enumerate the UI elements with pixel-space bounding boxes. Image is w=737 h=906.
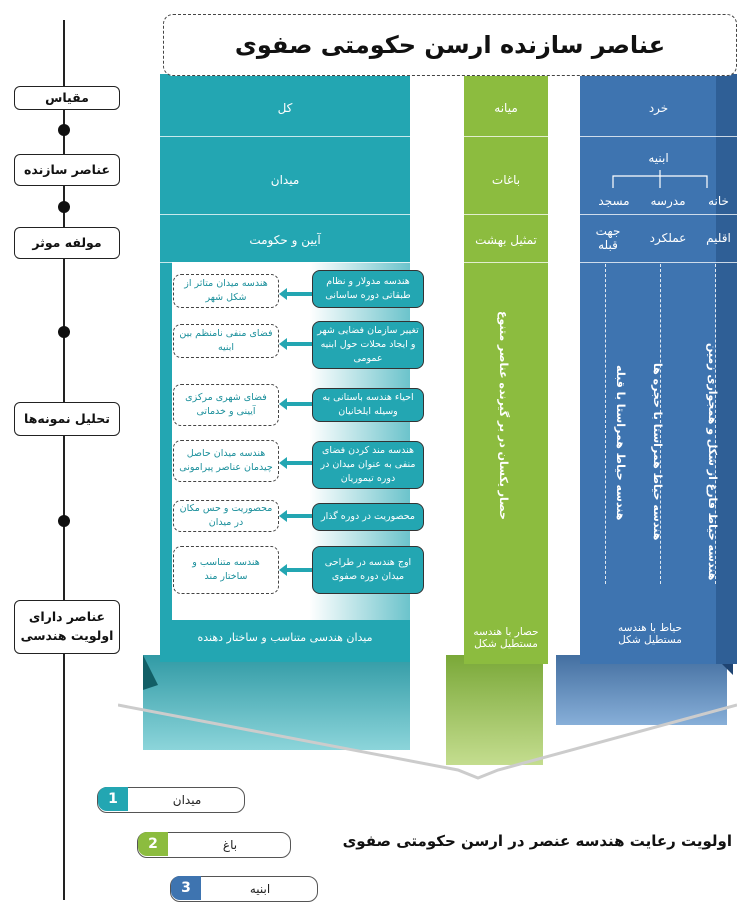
kol-footer: میدان هندسی متناسب و ساختار دهنده xyxy=(197,630,373,644)
khord-vertical-school: هندسه حیاط همراستا با حجره ها xyxy=(651,362,664,540)
label-priority: عناصر دارای اولویت هندسی xyxy=(14,600,120,654)
divider xyxy=(580,136,737,137)
tree-lines xyxy=(612,170,708,188)
dashed-line xyxy=(605,264,606,584)
priority-item: 1 میدان xyxy=(97,787,245,813)
priority-item: 3 ابنیه xyxy=(170,876,318,902)
label-factor: مولفه موثر xyxy=(14,227,120,259)
priority-num: 3 xyxy=(171,876,201,900)
khord-factor-function: عملکرد xyxy=(649,231,687,245)
khord-factor-climate: اقلیم xyxy=(706,231,731,245)
khord-vertical-house: هندسه حیاط فارغ از شکل و همجواری زمین xyxy=(706,342,719,580)
khord-scale: خرد xyxy=(648,101,669,115)
result-box: محصوریت و حس مکان در میدان xyxy=(173,500,279,532)
result-box: هندسه میدان حاصل چیدمان عناصر پیرامونی xyxy=(173,440,279,482)
label-elements: عناصر سازنده xyxy=(14,154,120,186)
result-box: هندسه میدان متاثر از شکل شهر xyxy=(173,274,279,308)
divider xyxy=(464,136,548,137)
priority-num: 1 xyxy=(98,787,128,811)
miane-footer: حصار با هندسه مستطیل شکل xyxy=(464,618,548,658)
timeline-dot xyxy=(58,124,70,136)
page-title: عناصر سازنده ارسن حکومتی صفوی xyxy=(163,14,737,76)
process-box: هندسه مدولار و نظام طبقاتی دوره ساسانی xyxy=(312,270,424,308)
process-box: تغییر سازمان فضایی شهر و ایجاد محلات حول… xyxy=(312,321,424,369)
priority-num: 2 xyxy=(138,832,168,856)
miane-footer-line2: مستطیل شکل xyxy=(474,638,538,650)
divider xyxy=(580,214,737,215)
kol-scale: کل xyxy=(277,101,293,115)
priority-label: ابنیه xyxy=(249,882,271,896)
funnel-graphic xyxy=(118,640,737,780)
result-box: هندسه متناسب و ساختار مند xyxy=(173,546,279,594)
miane-factor: تمثیل بهشت xyxy=(475,233,537,247)
miane-scale: میانه xyxy=(494,101,518,115)
arrows xyxy=(279,288,312,576)
timeline-dot xyxy=(58,201,70,213)
divider xyxy=(464,214,548,215)
priority-item: 2 باغ xyxy=(137,832,291,858)
miane-vertical: حصار یکسان در بر گیرنده عناصر متنوع xyxy=(497,311,510,520)
divider xyxy=(160,136,410,137)
priority-heading: اولویت رعایت هندسه عنصر در ارسن حکومتی ص… xyxy=(342,832,732,850)
process-box: محصوریت در دوره گذار xyxy=(312,503,424,531)
label-analysis: تحلیل نمونه‌ها xyxy=(14,402,120,436)
khord-footer-line2: مستطیل شکل xyxy=(618,634,682,646)
khord-footer-line1: حیاط با هندسه xyxy=(618,622,683,634)
priority-label: میدان xyxy=(172,793,202,807)
label-priority-line2: اولویت هندسی xyxy=(20,628,114,643)
miane-footer-line1: حصار با هندسه xyxy=(473,626,539,638)
khord-vertical-mosque: هندسه حیاط همراستا با قبله xyxy=(614,364,627,520)
divider xyxy=(580,262,737,263)
khord-sub-school: مدرسه xyxy=(650,194,686,208)
divider xyxy=(160,214,410,215)
khord-sub-house: خانه xyxy=(708,194,729,208)
divider xyxy=(464,262,548,263)
process-box: اوج هندسه در طراحی میدان دوره صفوی xyxy=(312,546,424,594)
col-khord-edge xyxy=(716,74,737,664)
kol-factor: آیین و حکومت xyxy=(249,233,321,247)
col-khord xyxy=(580,74,737,664)
dashed-line xyxy=(715,264,716,584)
process-box: هندسه مند کردن فضای منفی به عنوان میدان … xyxy=(312,441,424,489)
timeline-dot xyxy=(58,515,70,527)
khord-factor-qibla: جهت قبله xyxy=(595,224,621,252)
miane-element: باغات xyxy=(491,173,521,187)
result-box: فضای شهری مرکزی آیینی و خدماتی xyxy=(173,384,279,426)
timeline-dot xyxy=(58,326,70,338)
divider xyxy=(160,262,410,263)
col-miane xyxy=(464,74,548,664)
khord-footer: حیاط با هندسه مستطیل شکل xyxy=(580,612,720,656)
timeline-line xyxy=(63,20,65,900)
khord-element: ابنیه xyxy=(648,151,669,165)
result-box: فضای منفی نامنظم بین ابنیه xyxy=(173,324,279,358)
label-scale: مقیاس xyxy=(14,86,120,110)
priority-label: باغ xyxy=(222,838,238,852)
label-priority-line1: عناصر دارای xyxy=(28,609,106,625)
kol-element: میدان xyxy=(270,173,300,187)
khord-sub-mosque: مسجد xyxy=(598,194,630,208)
process-box: احیاء هندسه باستانی به وسیله ایلخانیان xyxy=(312,388,424,422)
dashed-line xyxy=(660,264,661,584)
